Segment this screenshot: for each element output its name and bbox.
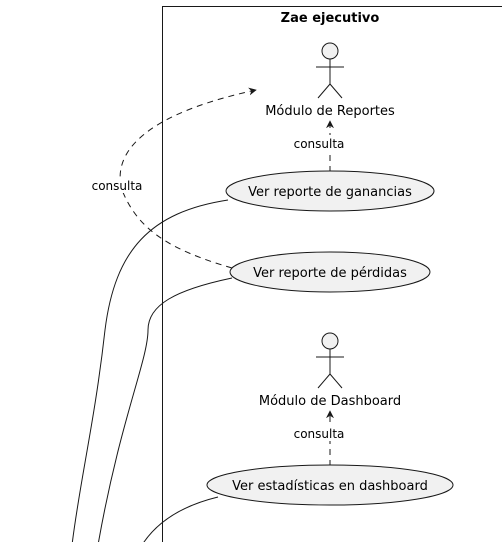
actor-links <box>71 199 233 542</box>
usecase-label: Ver reporte de ganancias <box>248 185 412 200</box>
usecase-ellipse[interactable] <box>206 464 454 506</box>
system-boundary: Zae ejecutivo <box>162 6 502 542</box>
relation-ganancias-reportes: consulta <box>288 120 346 172</box>
actor-label-reportes: Módulo de Reportes <box>265 104 395 119</box>
relation-label-bg <box>288 135 346 151</box>
actor-left-leg <box>317 373 331 389</box>
relation-label-bg <box>86 177 148 193</box>
system-title: Zae ejecutivo <box>281 11 380 26</box>
actor-head <box>321 332 339 350</box>
relation-perdidas-reportes: consulta <box>86 87 257 269</box>
usecase-ver-reporte-perdidas[interactable]: Ver reporte de pérdidas <box>229 251 431 293</box>
usecase-ellipse[interactable] <box>229 251 431 293</box>
link-estadisticas <box>143 496 219 542</box>
system-rectangle <box>162 6 502 542</box>
usecase-label: Ver reporte de pérdidas <box>253 266 407 281</box>
actor-modulo-dashboard <box>316 332 344 389</box>
actor-modulo-reportes <box>316 42 344 99</box>
actor-right-leg <box>329 83 343 99</box>
usecase-label: Ver estadísticas en dashboard <box>232 479 428 494</box>
usecase-ver-reporte-ganancias[interactable]: Ver reporte de ganancias <box>225 170 435 212</box>
actor-label-dashboard: Módulo de Dashboard <box>259 394 401 409</box>
actor-left-leg <box>317 83 331 99</box>
link-perdidas <box>98 277 233 542</box>
relation-label-bg <box>288 425 346 441</box>
usecase-ellipse[interactable] <box>225 170 435 212</box>
actor-head <box>321 42 339 60</box>
dashed-arrow <box>119 87 257 269</box>
link-ganancias <box>71 199 229 542</box>
relation-label: consulta <box>92 179 143 193</box>
relation-label: consulta <box>294 427 345 441</box>
relation-label: consulta <box>294 137 345 151</box>
usecase-ver-estadisticas-dashboard[interactable]: Ver estadísticas en dashboard <box>206 464 454 506</box>
actor-right-leg <box>329 373 343 389</box>
relation-estadisticas-dashboard: consulta <box>288 410 346 466</box>
